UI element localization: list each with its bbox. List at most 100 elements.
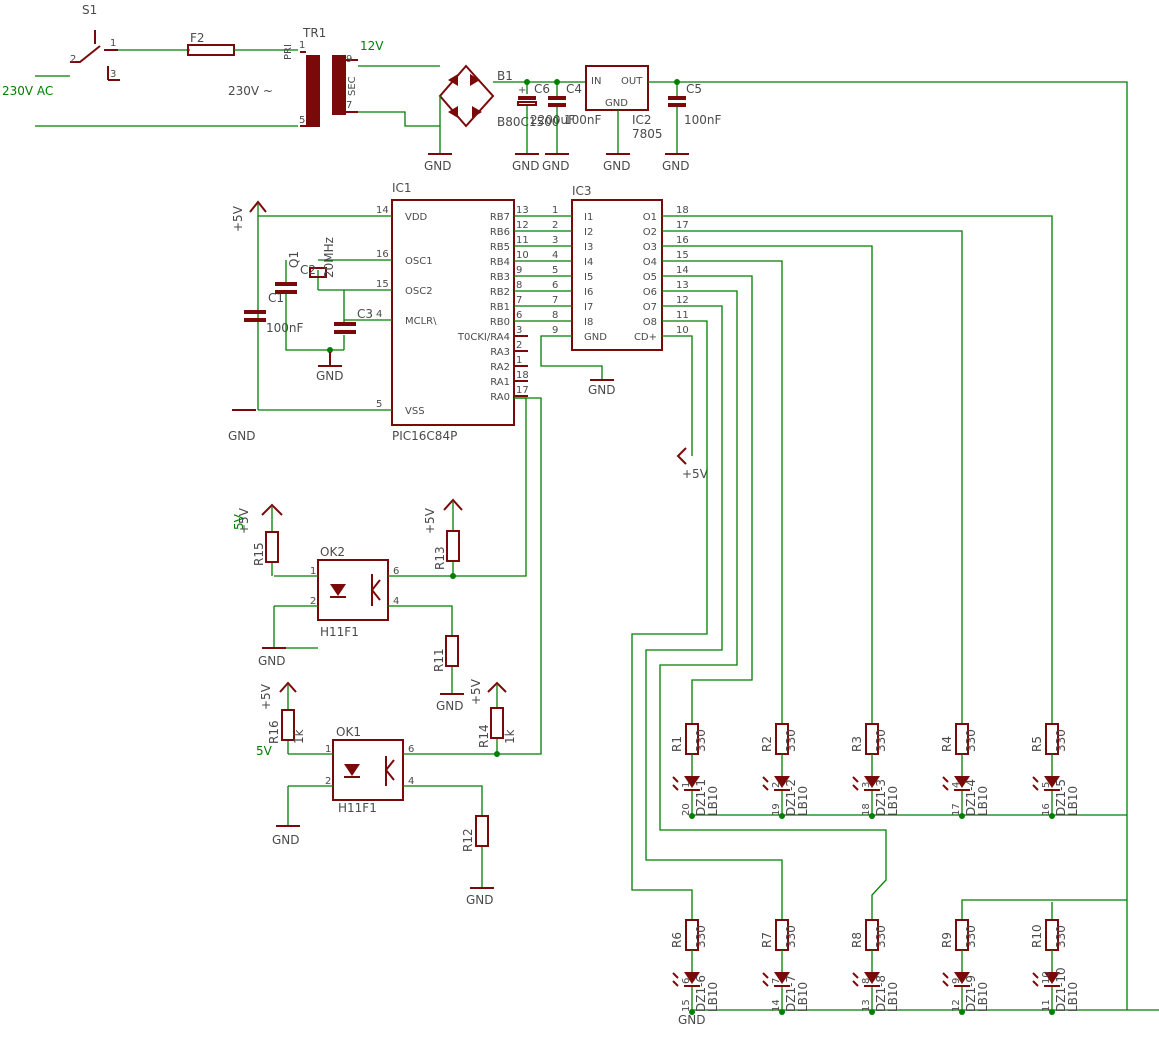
ic1-pin-name: VSS (405, 406, 425, 417)
ic1-part: PIC16C84P (392, 429, 457, 443)
svg-text:1: 1 (310, 566, 316, 577)
led-pin-b: 1 (681, 782, 692, 788)
svg-text:R16: R16 (267, 720, 281, 744)
resistor-value: 330 (784, 729, 798, 752)
svg-text:PRI: PRI (283, 44, 294, 60)
led-pin-b: 9 (951, 978, 962, 984)
svg-text:1: 1 (110, 38, 116, 49)
ic1-pin-name: RA1 (490, 377, 510, 388)
ic3-pin-name: I8 (584, 317, 593, 328)
microcontroller-ic1: IC1 PIC16C84P 14VDD16OSC115OSC24MCLR\5VS… (376, 181, 529, 443)
gnd-symbols-power: GND GND GND GND GND (424, 153, 690, 173)
ic1-pin-name: OSC1 (405, 256, 433, 267)
ic3-pin-name: I1 (584, 212, 593, 223)
b1-label: B1 (497, 69, 513, 83)
ic1-pin-num: 14 (376, 205, 389, 216)
ic1-pin-num: 12 (516, 220, 529, 231)
resistor-value: 330 (964, 729, 978, 752)
svg-text:6: 6 (408, 744, 414, 755)
resistor-value: 330 (874, 729, 888, 752)
ic3-pin-num: 12 (676, 295, 689, 306)
ic3-pin-num: 11 (676, 310, 689, 321)
led-label: DZ1-7 (784, 975, 798, 1012)
capacitor-c3 (334, 322, 356, 326)
ic3-pin-name: O1 (643, 212, 657, 223)
svg-text:2: 2 (310, 596, 316, 607)
resistor-label: R4 (940, 736, 954, 752)
svg-text:7: 7 (346, 100, 352, 111)
ic3-pin-num: 13 (676, 280, 689, 291)
ic3-pin-name: I4 (584, 257, 593, 268)
svg-text:+5V: +5V (423, 507, 437, 534)
svg-text:R13: R13 (433, 546, 447, 570)
f2-label: F2 (190, 31, 205, 45)
ic1-pin-num: 3 (516, 325, 522, 336)
ic3-pin-num: 16 (676, 235, 689, 246)
resistor-r11 (445, 635, 459, 667)
ic3-pin-name: I7 (584, 302, 593, 313)
ic1-pin-num: 4 (376, 309, 382, 320)
resistor-value: 330 (964, 925, 978, 948)
c4-value: 100nF (564, 113, 602, 127)
ic3-pin-name: O2 (643, 227, 657, 238)
resistor-r15 (265, 531, 279, 563)
svg-text:R15: R15 (252, 542, 266, 566)
ic3-pin-num: 9 (552, 325, 558, 336)
ic1-pin-num: 9 (516, 265, 522, 276)
ic1-pin-num: 17 (516, 385, 529, 396)
ic3-pin-num: 8 (552, 310, 558, 321)
ic1-pin-num: 11 (516, 235, 529, 246)
c4-label: C4 (566, 82, 582, 96)
ic1-pin-name: RB3 (490, 272, 510, 283)
net-12v-label: 12V (360, 39, 384, 53)
led-pin-b: 8 (861, 978, 872, 984)
svg-text:4: 4 (408, 776, 414, 787)
svg-text:IN: IN (591, 76, 601, 87)
ic1-pin-name: RB6 (490, 227, 510, 238)
b1-value: B80C1500 (497, 115, 559, 129)
resistor-label: R8 (850, 932, 864, 948)
led-label: DZ1-4 (964, 779, 978, 816)
led-label: DZ1-5 (1054, 779, 1068, 816)
led-diode (954, 776, 970, 788)
svg-text:3: 3 (110, 69, 116, 80)
led-label: DZ1-3 (874, 779, 888, 816)
fuse-f2 (187, 44, 235, 56)
ic1-pin-num: 15 (376, 279, 389, 290)
resistor-label: R9 (940, 932, 954, 948)
ic3-pin-name: O7 (643, 302, 657, 313)
led-pin-a: 20 (681, 803, 692, 816)
svg-text:R12: R12 (461, 828, 475, 852)
led-diode (684, 776, 700, 788)
led-label: DZ1-8 (874, 975, 888, 1012)
resistor-r14 (490, 707, 504, 739)
led-part: LB10 (976, 982, 990, 1012)
ic3-pin-name: I2 (584, 227, 593, 238)
ic1-pin-num: 6 (516, 310, 522, 321)
led-part: LB10 (886, 786, 900, 816)
led-pin-a: 11 (1041, 999, 1052, 1012)
ic1-pin-num: 5 (376, 399, 382, 410)
capacitor-c6 (518, 96, 536, 100)
ic3-pin-name: I3 (584, 242, 593, 253)
led-part: LB10 (976, 786, 990, 816)
resistor-r13 (446, 530, 460, 562)
led-part: LB10 (796, 982, 810, 1012)
svg-text:GND: GND (662, 159, 690, 173)
led-label: DZ1-6 (694, 975, 708, 1012)
led-pin-a: 17 (951, 803, 962, 816)
ic3-pin-num: 5 (552, 265, 558, 276)
svg-text:1k: 1k (292, 729, 306, 744)
svg-text:20MHz: 20MHz (322, 237, 336, 278)
gnd-led-label: GND (678, 1013, 706, 1027)
svg-text:GND: GND (272, 833, 300, 847)
ic1-pin-name: RB1 (490, 302, 510, 313)
ic3-label: IC3 (572, 184, 592, 198)
capacitor-c4 (548, 96, 566, 100)
